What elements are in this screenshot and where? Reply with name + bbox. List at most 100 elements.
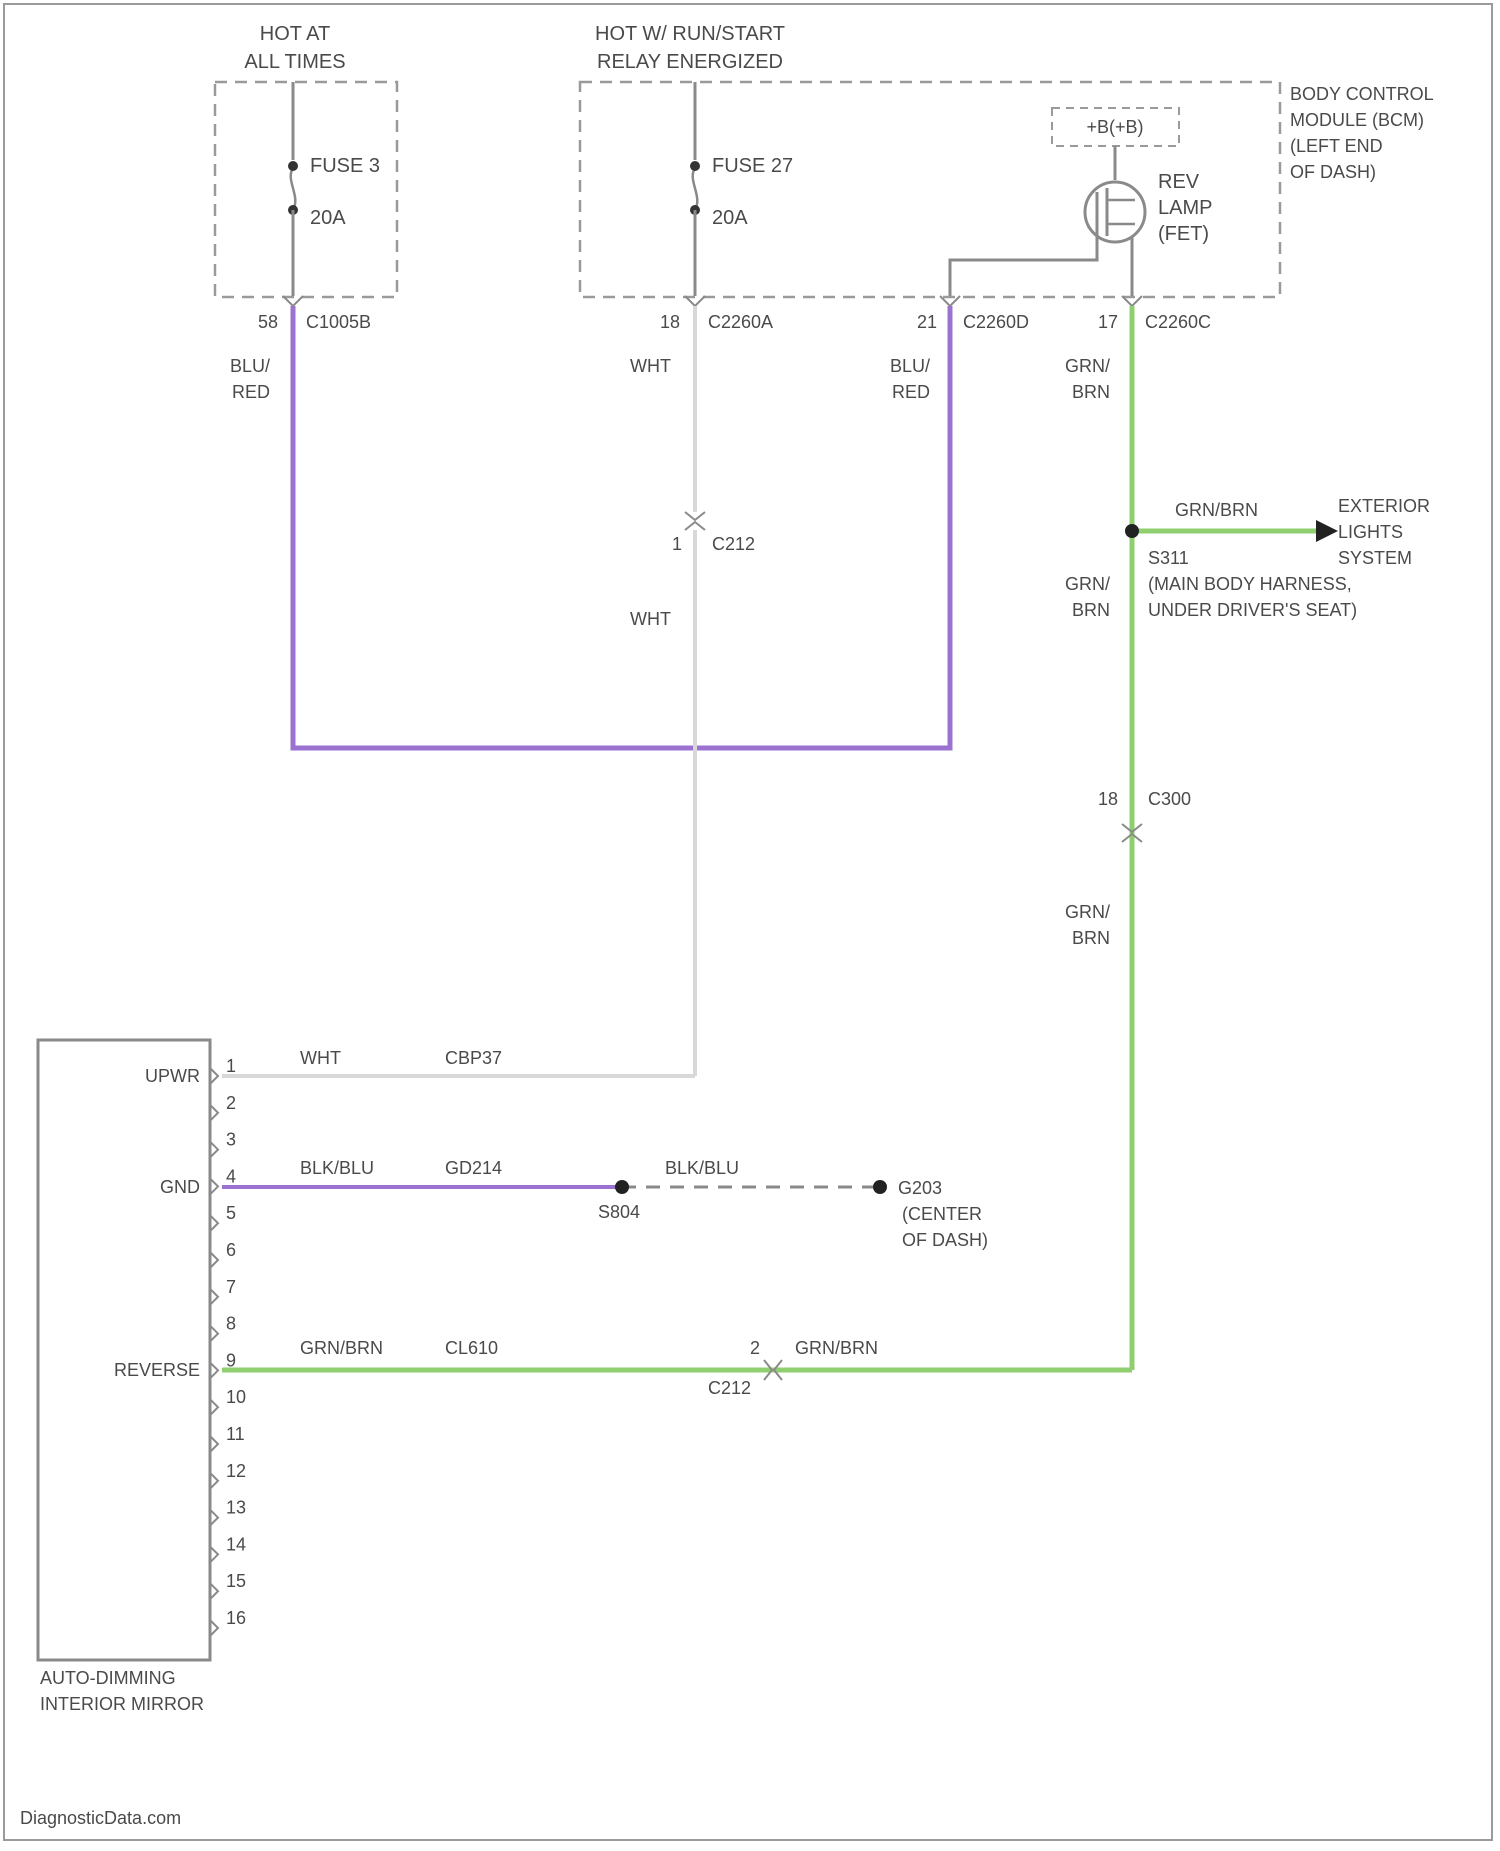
svg-text:C212: C212: [712, 534, 755, 554]
fuse-block-box-left: [215, 82, 397, 297]
blu-red-label-right-1: BLU/: [890, 356, 930, 376]
svg-text:21: 21: [917, 312, 937, 332]
blk-blu-label-left: BLK/BLU: [300, 1158, 374, 1178]
mirror-pin-label-upwr: UPWR: [145, 1066, 200, 1086]
mirror-pin-label-reverse: REVERSE: [114, 1360, 200, 1380]
exterior-lights-label-3: SYSTEM: [1338, 548, 1412, 568]
fuse-27-symbol: [693, 168, 698, 210]
wht-label-mirror: WHT: [300, 1048, 341, 1068]
grn-brn-stack-mid-2: BRN: [1072, 600, 1110, 620]
hot-in-run-line2: RELAY ENERGIZED: [597, 51, 783, 73]
connector-c300: 18 C300: [1098, 789, 1191, 842]
blu-red-label-left-1: BLU/: [230, 356, 270, 376]
mirror-pin-number: 8: [226, 1314, 236, 1334]
fuse-27-rating: 20A: [712, 207, 748, 229]
b-plus-label: +B(+B): [1086, 117, 1143, 137]
page-border: [4, 4, 1492, 1840]
svg-text:18: 18: [660, 312, 680, 332]
circuit-gd214: GD214: [445, 1158, 502, 1178]
grn-brn-stack-top-2: BRN: [1072, 382, 1110, 402]
bcm-label-line1: BODY CONTROL: [1290, 84, 1434, 104]
circuit-cbp37: CBP37: [445, 1048, 502, 1068]
wht-label-upper: WHT: [630, 356, 671, 376]
exterior-lights-label-2: LIGHTS: [1338, 522, 1403, 542]
g203-label-2: (CENTER: [902, 1204, 982, 1224]
mirror-pin-number: 2: [226, 1093, 236, 1113]
blu-red-label-left-2: RED: [232, 382, 270, 402]
grn-brn-stack-low-1: GRN/: [1065, 902, 1110, 922]
mirror-pin-number: 14: [226, 1534, 246, 1554]
exterior-lights-label-1: EXTERIOR: [1338, 496, 1430, 516]
svg-text:2: 2: [750, 1338, 760, 1358]
mirror-pin-number: 1: [226, 1056, 236, 1076]
svg-text:C1005B: C1005B: [306, 312, 371, 332]
svg-text:17: 17: [1098, 312, 1118, 332]
mirror-pin-number: 9: [226, 1350, 236, 1370]
svg-text:C2260D: C2260D: [963, 312, 1029, 332]
mirror-pin-number: 10: [226, 1387, 246, 1407]
fuse-3-rating: 20A: [310, 207, 346, 229]
auto-dimming-mirror-box: [38, 1040, 210, 1660]
fuse-3-terminal-top: [288, 161, 298, 171]
grn-brn-label-c212: GRN/BRN: [795, 1338, 878, 1358]
svg-text:C212: C212: [708, 1378, 751, 1398]
blk-blu-label-right: BLK/BLU: [665, 1158, 739, 1178]
wht-label-lower: WHT: [630, 609, 671, 629]
rev-lamp-fet-symbol: [1085, 182, 1145, 242]
mirror-label-line2: INTERIOR MIRROR: [40, 1694, 204, 1714]
s311-label-3: UNDER DRIVER'S SEAT): [1148, 600, 1357, 620]
connector-c2260d: 21 C2260D: [917, 296, 1029, 332]
hot-at-all-times-line1: HOT AT: [260, 23, 330, 45]
grn-brn-stack-low-2: BRN: [1072, 928, 1110, 948]
mirror-pin-label-gnd: GND: [160, 1177, 200, 1197]
bcm-label-line3: (LEFT END: [1290, 136, 1383, 156]
fuse-3-label: FUSE 3: [310, 155, 380, 177]
mirror-pin-number: 11: [226, 1424, 245, 1444]
fuse-27-terminal-top: [690, 161, 700, 171]
svg-text:C2260A: C2260A: [708, 312, 773, 332]
g203-label-3: OF DASH): [902, 1230, 988, 1250]
svg-text:18: 18: [1098, 789, 1118, 809]
blu-red-label-right-2: RED: [892, 382, 930, 402]
connector-c1005b: 58 C1005B: [258, 296, 371, 332]
svg-text:C2260C: C2260C: [1145, 312, 1211, 332]
grn-brn-label-exterior: GRN/BRN: [1175, 500, 1258, 520]
mirror-pin-number: 13: [226, 1498, 246, 1518]
hot-in-run-line1: HOT W/ RUN/START: [595, 23, 785, 45]
s311-label-2: (MAIN BODY HARNESS,: [1148, 574, 1352, 594]
grn-brn-label-mirror: GRN/BRN: [300, 1338, 383, 1358]
mirror-pin-number: 6: [226, 1240, 236, 1260]
s804-label: S804: [598, 1202, 640, 1222]
circuit-cl610: CL610: [445, 1338, 498, 1358]
connector-c212-top: 1 C212: [672, 512, 755, 554]
connector-c2260c: 17 C2260C: [1098, 296, 1211, 332]
fet-gate-wire: [950, 232, 1097, 296]
fuse-3-symbol: [291, 168, 296, 210]
blu-red-wire: [293, 306, 950, 748]
mirror-pin-number: 12: [226, 1461, 246, 1481]
mirror-pin-number: 7: [226, 1277, 236, 1297]
mirror-pin-number: 16: [226, 1608, 246, 1628]
mirror-label-line1: AUTO-DIMMING: [40, 1668, 176, 1688]
exterior-lights-arrow: [1316, 520, 1338, 542]
ground-g203: [873, 1180, 887, 1194]
svg-text:58: 58: [258, 312, 278, 332]
mirror-pin-number: 3: [226, 1130, 236, 1150]
rev-lamp-label-line2: LAMP: [1158, 197, 1212, 219]
watermark: DiagnosticData.com: [20, 1808, 181, 1828]
s311-label-1: S311: [1148, 548, 1189, 568]
mirror-pin-number: 5: [226, 1203, 236, 1223]
svg-text:C300: C300: [1148, 789, 1191, 809]
mirror-pin-number: 4: [226, 1166, 236, 1186]
mirror-pin-number: 15: [226, 1571, 246, 1591]
connector-c2260a: 18 C2260A: [660, 296, 773, 332]
fuse-27-label: FUSE 27: [712, 155, 793, 177]
splice-s311: [1125, 524, 1139, 538]
rev-lamp-label-line3: (FET): [1158, 223, 1209, 245]
hot-at-all-times-line2: ALL TIMES: [244, 51, 345, 73]
g203-label-1: G203: [898, 1178, 942, 1198]
splice-s804: [615, 1180, 629, 1194]
